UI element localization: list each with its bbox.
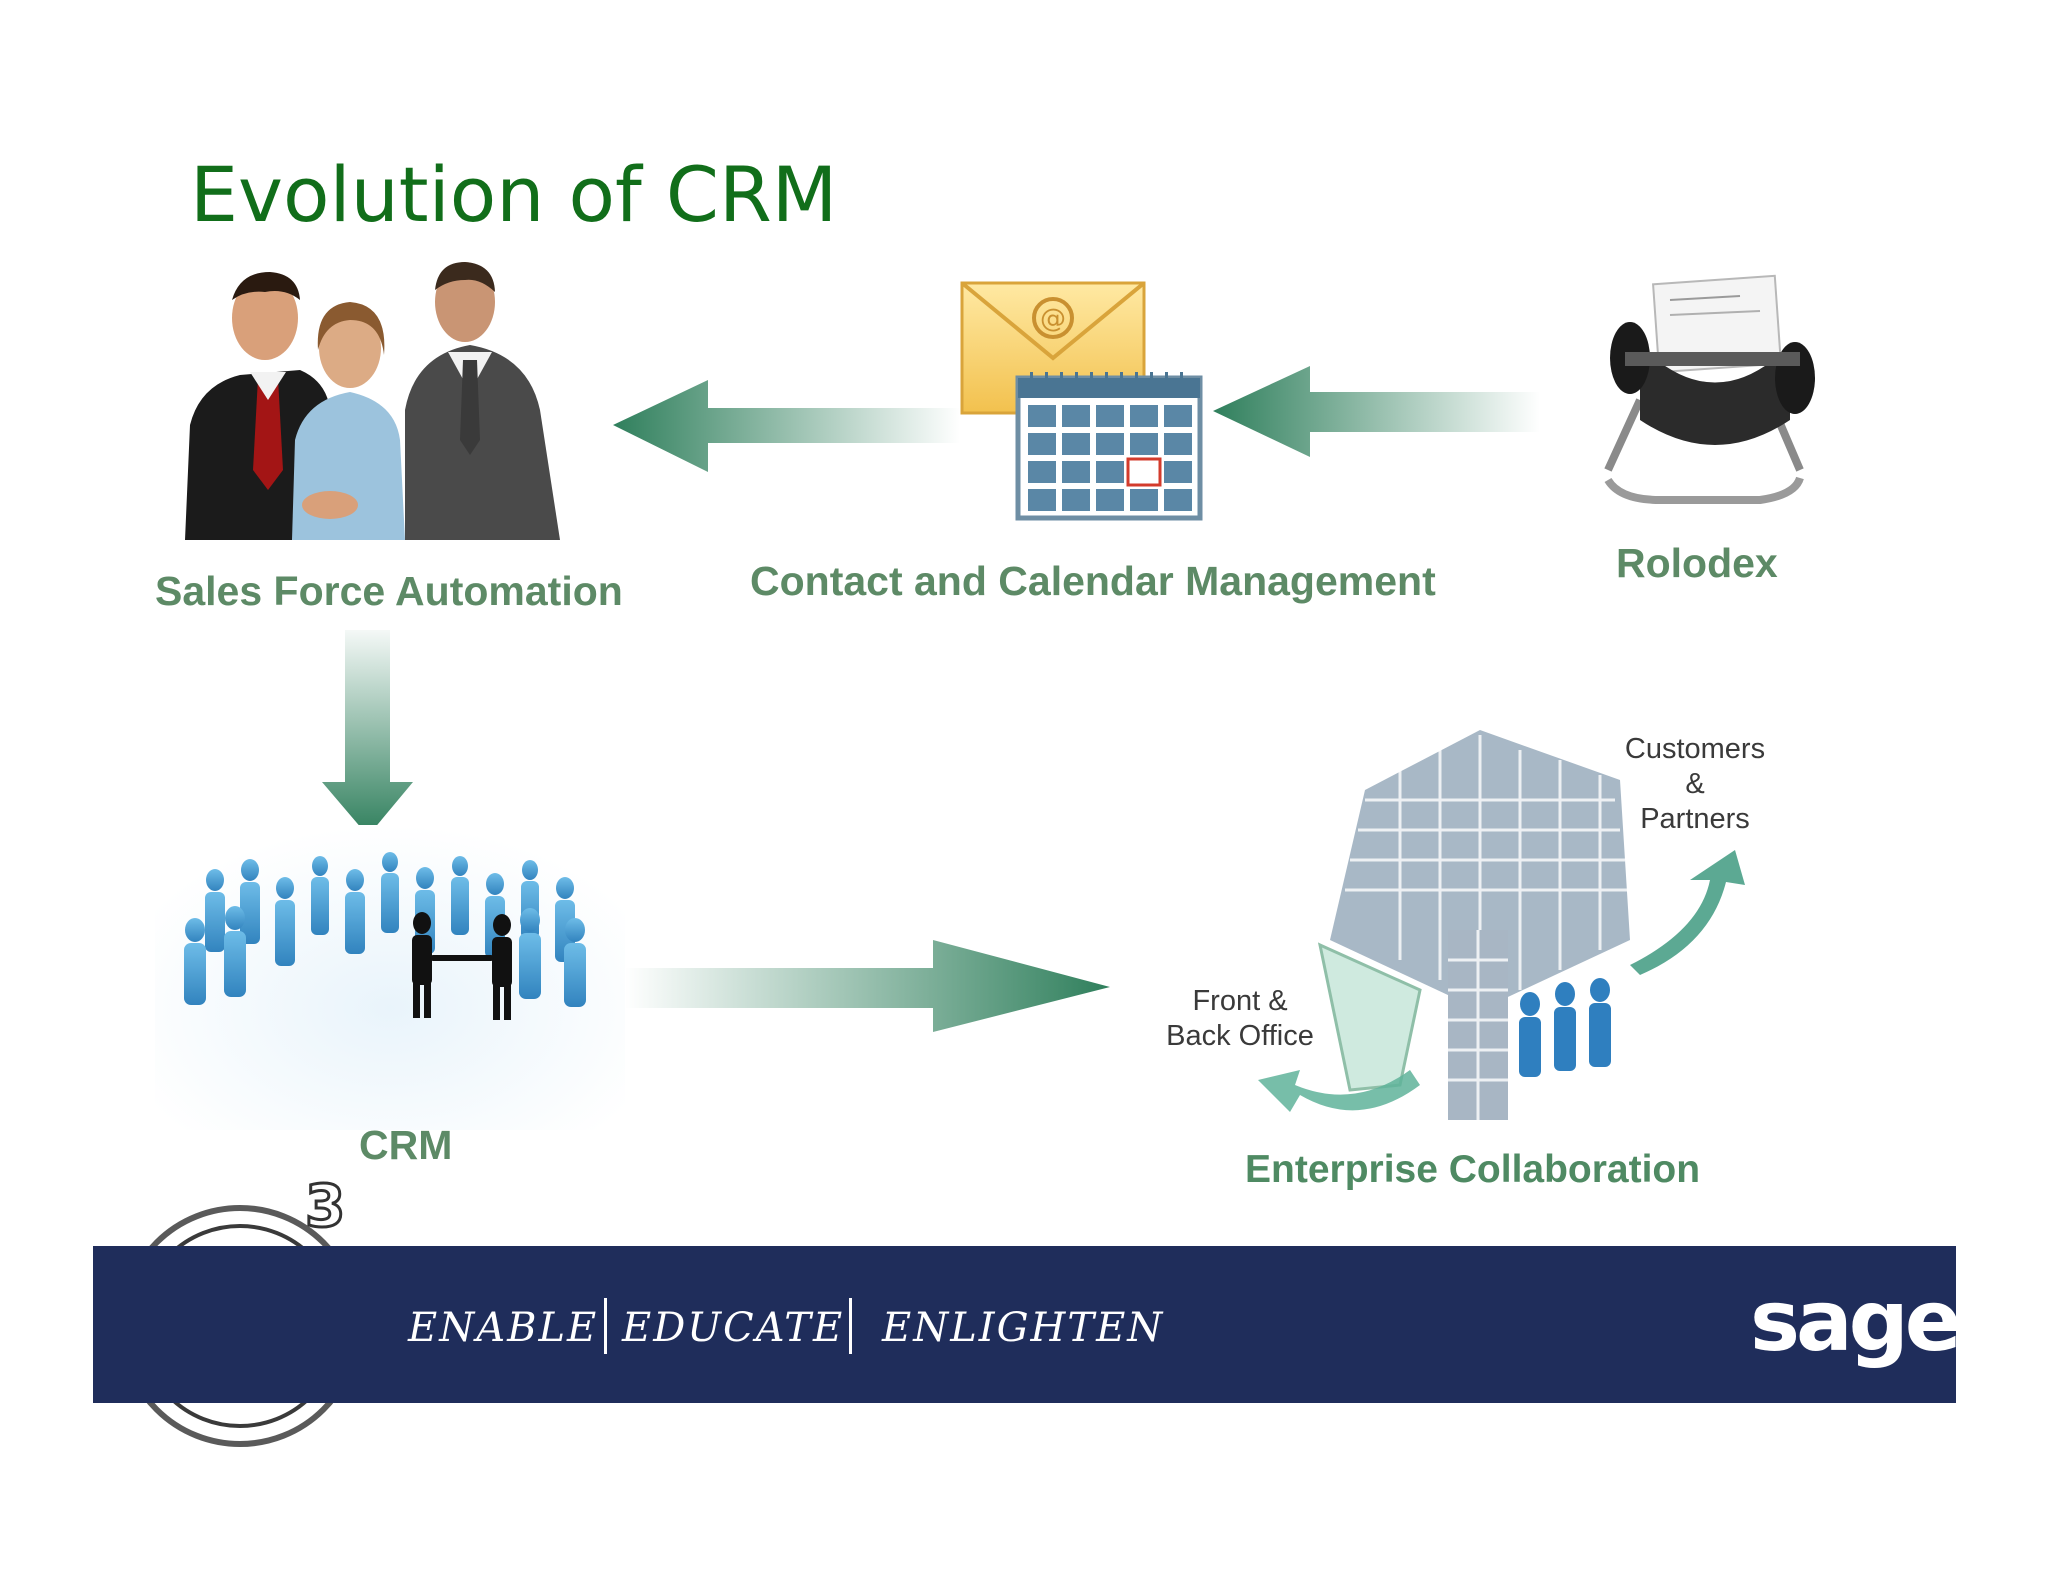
label-sales-force-automation: Sales Force Automation bbox=[155, 568, 623, 614]
enterprise-image bbox=[1258, 730, 1745, 1120]
envelope-calendar-image: @ bbox=[960, 281, 1203, 521]
page-title: Evolution of CRM bbox=[190, 150, 838, 239]
back-office-line: Back Office bbox=[1166, 1020, 1314, 1052]
tagline-educate: EDUCATE bbox=[622, 1305, 845, 1351]
tagline-separator bbox=[604, 1298, 607, 1354]
front-line: Front & bbox=[1192, 985, 1288, 1017]
arrow-rolodex-to-contact bbox=[1213, 366, 1540, 457]
footer-banner bbox=[93, 1246, 1956, 1403]
arrow-sfa-to-crm bbox=[322, 630, 413, 836]
arrow-contact-to-sfa bbox=[613, 380, 960, 472]
ampersand-line: & bbox=[1685, 768, 1705, 800]
label-front-back-office: Front & Back Office bbox=[1150, 984, 1330, 1054]
arrow-crm-to-enterprise bbox=[625, 940, 1110, 1032]
svg-text:@: @ bbox=[1040, 304, 1066, 334]
label-rolodex: Rolodex bbox=[1616, 540, 1778, 586]
rolodex-image bbox=[1604, 274, 1815, 504]
label-crm: CRM bbox=[359, 1122, 453, 1168]
s3-superscript: 3 bbox=[303, 1171, 346, 1242]
partners-line: Partners bbox=[1640, 803, 1750, 835]
business-people-image bbox=[185, 262, 560, 540]
label-contact-calendar-management: Contact and Calendar Management bbox=[750, 558, 1436, 604]
crowd-image bbox=[155, 825, 625, 1130]
label-customers-partners: Customers & Partners bbox=[1600, 732, 1790, 837]
customers-line: Customers bbox=[1624, 733, 1766, 765]
label-enterprise-collaboration: Enterprise Collaboration bbox=[1245, 1148, 1701, 1191]
tagline-separator bbox=[849, 1298, 852, 1354]
tagline-enable: ENABLE bbox=[408, 1305, 599, 1351]
tagline-enlighten: ENLIGHTEN bbox=[882, 1305, 1165, 1351]
sage-logo: sage bbox=[1750, 1272, 1962, 1370]
